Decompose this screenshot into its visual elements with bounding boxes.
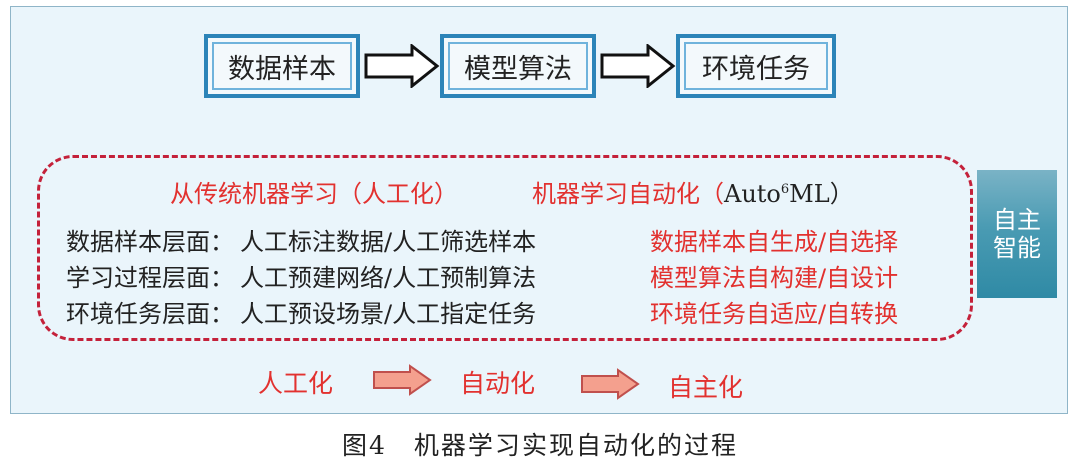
stage-autonomous: 自主化 [668, 373, 744, 402]
manual-header: 从传统机器学习（人工化） [170, 180, 458, 208]
row-manual: 人工预设场景/人工指定任务 [240, 300, 537, 328]
autonomous-intelligence-panel: 自主 智能 [977, 170, 1057, 298]
stage-manual: 人工化 [258, 369, 334, 398]
bottom-arrow-1-icon [373, 364, 432, 396]
auto-header-suffix: ） [829, 180, 854, 208]
row-label: 数据样本层面： [66, 228, 234, 256]
row-label: 学习过程层面： [66, 264, 234, 292]
side-label-line1: 自主 [993, 206, 1041, 234]
auto-header-ml: ML [789, 180, 830, 208]
model-algorithm-label: 模型算法 [464, 53, 572, 85]
row-auto: 数据样本自生成/自选择 [650, 228, 899, 256]
data-sample-box: 数据样本 [204, 34, 360, 98]
auto-header-prefix: 机器学习自动化（ [532, 180, 724, 208]
model-algorithm-box: 模型算法 [440, 34, 596, 98]
row-label: 环境任务层面： [66, 300, 234, 328]
comparison-region [37, 155, 973, 341]
data-sample-label: 数据样本 [228, 53, 336, 85]
auto-header-sup: 6 [780, 182, 790, 197]
figure-caption: 图4 机器学习实现自动化的过程 [342, 431, 738, 460]
top-arrow-1-icon [364, 44, 440, 88]
row-auto: 模型算法自构建/自设计 [650, 264, 899, 292]
environment-task-label: 环境任务 [702, 53, 810, 85]
stage-auto: 自动化 [460, 369, 536, 398]
row-auto: 环境任务自适应/自转换 [650, 300, 899, 328]
side-label-line2: 智能 [993, 234, 1041, 262]
row-manual: 人工标注数据/人工筛选样本 [240, 228, 537, 256]
top-arrow-2-icon [600, 44, 676, 88]
auto-header: 机器学习自动化（Auto6ML） [532, 174, 854, 209]
bottom-arrow-2-icon [581, 368, 640, 400]
row-manual: 人工预建网络/人工预制算法 [240, 264, 537, 292]
environment-task-box: 环境任务 [676, 34, 836, 98]
auto-header-auto: Auto [724, 180, 781, 208]
